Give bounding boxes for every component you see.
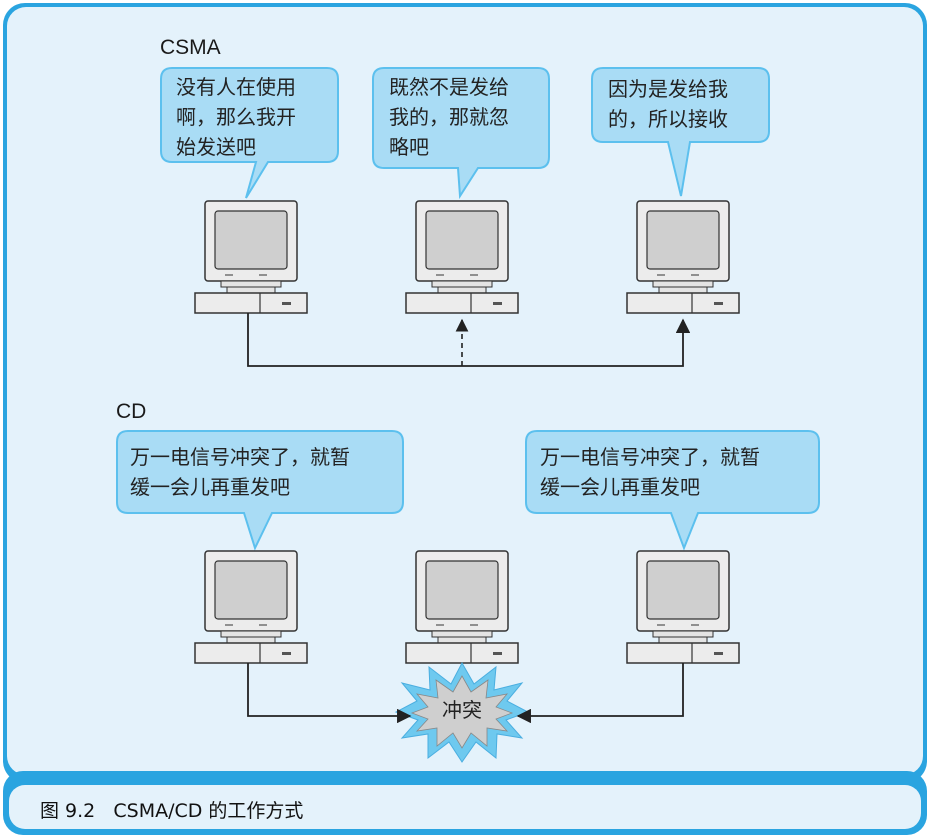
computer-icon bbox=[194, 200, 308, 314]
computer-icon bbox=[626, 200, 740, 314]
csma-speech-bubble-2 bbox=[372, 67, 550, 200]
cd-speech-bubble-1 bbox=[116, 430, 404, 551]
caption-bar bbox=[9, 785, 921, 829]
bubble-line: 万一电信号冲突了，就暂 bbox=[540, 445, 760, 469]
bubble-line: 缓一会儿再重发吧 bbox=[130, 475, 290, 499]
bubble-line: 没有人在使用 bbox=[176, 75, 296, 99]
bubble-line: 我的，那就忽 bbox=[389, 105, 509, 129]
bubble-line: 既然不是发给 bbox=[389, 75, 509, 99]
csma-bubble-text-3: 因为是发给我 的，所以接收 bbox=[608, 74, 728, 134]
cd-bubble-text-1: 万一电信号冲突了，就暂 缓一会儿再重发吧 bbox=[130, 442, 350, 502]
collision-label: 冲突 bbox=[442, 698, 482, 722]
csma-speech-bubble-1 bbox=[160, 67, 339, 199]
computer-icon bbox=[405, 200, 519, 314]
bubble-line: 缓一会儿再重发吧 bbox=[540, 475, 700, 499]
collision-burst-icon bbox=[394, 661, 530, 763]
csma-network-line bbox=[247, 313, 691, 367]
csma-bubble-text-1: 没有人在使用 啊，那么我开 始发送吧 bbox=[176, 72, 296, 162]
cd-bubble-text-2: 万一电信号冲突了，就暂 缓一会儿再重发吧 bbox=[540, 442, 760, 502]
cd-network-line bbox=[247, 663, 684, 724]
bubble-line: 啊，那么我开 bbox=[176, 105, 296, 129]
figure-caption: 图 9.2 CSMA/CD 的工作方式 bbox=[40, 800, 304, 822]
bubble-line: 万一电信号冲突了，就暂 bbox=[130, 445, 350, 469]
csma-bubble-text-2: 既然不是发给 我的，那就忽 略吧 bbox=[389, 72, 509, 162]
computer-icon bbox=[405, 550, 519, 664]
bubble-line: 因为是发给我 bbox=[608, 77, 728, 101]
bubble-line: 始发送吧 bbox=[176, 135, 256, 159]
cd-speech-bubble-2 bbox=[525, 430, 820, 551]
csma-speech-bubble-3 bbox=[591, 67, 770, 197]
bubble-line: 的，所以接收 bbox=[608, 107, 728, 131]
bubble-line: 略吧 bbox=[389, 135, 429, 159]
csma-section-title: CSMA bbox=[160, 36, 221, 59]
computer-icon bbox=[626, 550, 740, 664]
cd-section-title: CD bbox=[116, 400, 147, 423]
computer-icon bbox=[194, 550, 308, 664]
